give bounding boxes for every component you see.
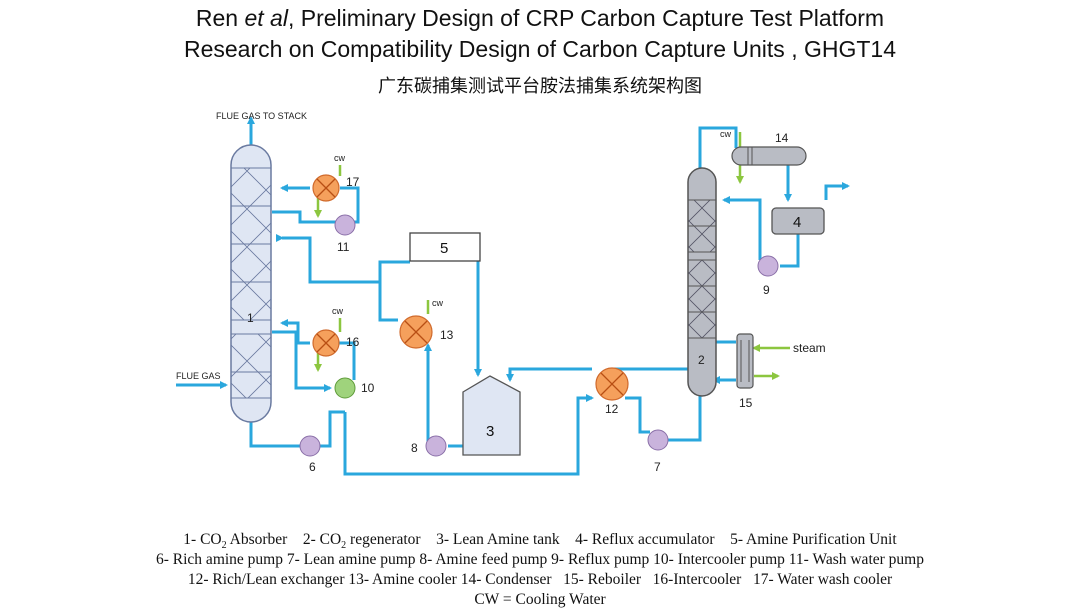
reboiler — [736, 333, 754, 389]
label-unit-2: 2 — [698, 353, 705, 367]
title-etal: et al — [244, 5, 288, 31]
legend-line-4: CW = Cooling Water — [474, 591, 606, 608]
pipe-lean-pump7 — [625, 396, 650, 434]
label-unit-6: 6 — [309, 460, 316, 474]
condenser — [731, 146, 807, 166]
label-unit-16: 16 — [346, 335, 360, 349]
pipe-lean-to-absorber — [276, 234, 380, 284]
chinese-title: 广东碳捕集测试平台胺法捕集系统架构图 — [378, 76, 702, 96]
title-author: Ren — [195, 5, 239, 31]
pipe-from-cooler-13 — [378, 282, 398, 322]
pipe-accumulator-to-pump9 — [780, 232, 800, 268]
pump-7 — [647, 429, 669, 451]
legend-line-2: 6- Rich amine pump 7- Lean amine pump 8-… — [156, 551, 924, 568]
exchanger-12 — [595, 367, 629, 401]
pipe-intercooler-return — [280, 319, 310, 345]
label-unit-1: 1 — [247, 311, 254, 325]
absorber-column — [230, 144, 272, 423]
amine-purification-unit — [409, 232, 481, 262]
label-unit-12: 12 — [605, 402, 619, 416]
pipe-16-10 — [336, 341, 356, 380]
label-unit-10: 10 — [361, 381, 375, 395]
pipe-pump6-out — [318, 410, 345, 448]
pipe-accumulator-vent — [824, 182, 850, 200]
pipe-regenerator-bottom — [667, 396, 702, 442]
pipe-wash-draw — [272, 210, 336, 224]
exchanger-16 — [312, 329, 340, 357]
title-line-2: Research on Compatibility Design of Carb… — [183, 36, 897, 62]
pipe-to-purification — [378, 260, 410, 282]
lean-amine-tank — [462, 375, 521, 456]
reflux-accumulator — [771, 207, 825, 235]
label-flue-gas-to-stack: FLUE GAS TO STACK — [216, 111, 307, 121]
label-unit-8: 8 — [411, 441, 418, 455]
legend-line-3: 12- Rich/Lean exchanger 13- Amine cooler… — [187, 571, 893, 588]
pipe-intercooler-draw — [272, 330, 332, 392]
label-unit-4: 4 — [793, 214, 801, 231]
label-steam: steam — [793, 341, 826, 355]
label-unit-9: 9 — [763, 283, 770, 297]
label-unit-11: 11 — [337, 240, 350, 254]
pipe-reflux-return — [722, 196, 762, 260]
label-unit-7: 7 — [654, 460, 661, 474]
title-line-1: Ren et al, Preliminary Design of CRP Car… — [0, 4, 1080, 32]
pump-10 — [334, 377, 356, 399]
label-unit-3: 3 — [486, 423, 494, 440]
pump-6 — [299, 435, 321, 457]
label-cw-13: cw — [432, 298, 444, 308]
label-cw-16: cw — [332, 306, 344, 316]
label-unit-13: 13 — [440, 328, 454, 342]
exchanger-13 — [399, 315, 433, 349]
legend-line-1: 1- CO2 Absorber 2- CO2 regenerator 3- Le… — [183, 531, 897, 552]
pump-8 — [425, 435, 447, 457]
label-cw-17: cw — [334, 153, 346, 163]
regenerator-column — [687, 167, 717, 397]
label-cw-14: cw — [720, 129, 732, 139]
label-unit-17: 17 — [346, 175, 360, 189]
label-unit-15: 15 — [739, 396, 753, 410]
pump-9 — [757, 255, 779, 277]
label-flue-gas: FLUE GAS — [176, 371, 221, 381]
pipe-absorber-bottom — [249, 420, 300, 448]
label-unit-5: 5 — [440, 240, 448, 257]
title-text: , Preliminary Design of CRP Carbon Captu… — [287, 5, 885, 31]
pipe-rich-to-exchanger — [343, 394, 594, 476]
pipe-regenerator-overhead — [698, 126, 738, 170]
pump-11 — [334, 214, 356, 236]
pipe-exchanger-to-tank — [506, 367, 592, 382]
label-unit-14: 14 — [775, 131, 789, 145]
exchanger-17 — [312, 174, 340, 202]
